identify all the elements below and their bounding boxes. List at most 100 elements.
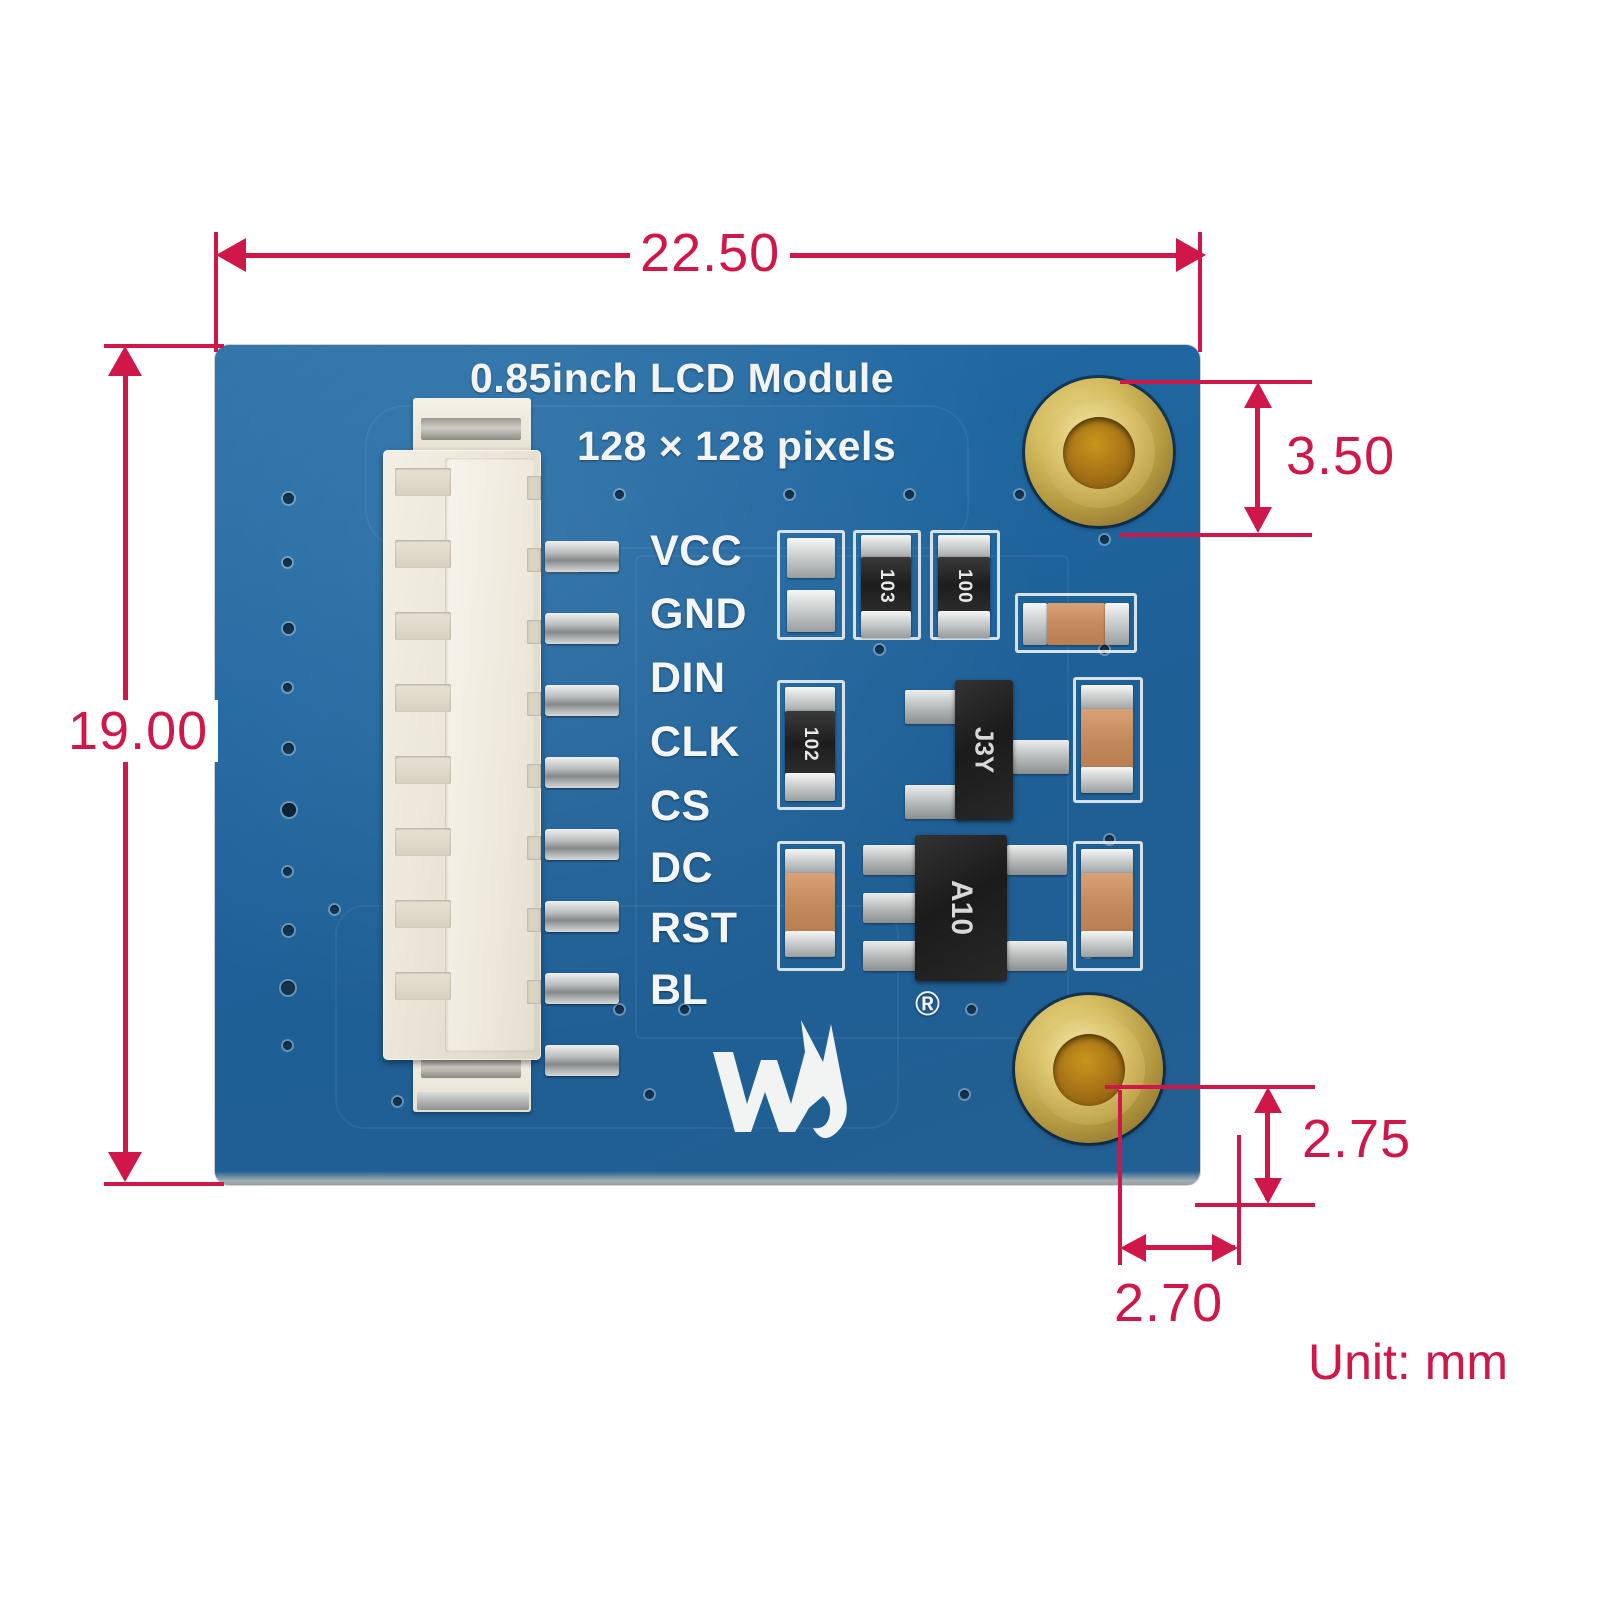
extension-line [1118, 1090, 1122, 1265]
component-outline [1015, 593, 1137, 653]
solder-terminal [861, 611, 911, 637]
via-hole [330, 905, 339, 914]
capacitor [1047, 603, 1105, 645]
extension-line [1195, 1203, 1315, 1207]
connector-notch [527, 692, 541, 716]
via-hole [875, 645, 884, 654]
via-hole [283, 623, 294, 634]
dimension-value-hole-bottom: 2.75 [1292, 1108, 1422, 1170]
extension-line [1120, 380, 1312, 384]
via-hole [967, 1005, 976, 1014]
solder-terminal [1081, 931, 1133, 957]
via-hole [282, 803, 296, 817]
via-hole [283, 558, 292, 567]
solder-terminal [785, 849, 835, 875]
silkscreen-subtitle: 128 × 128 pixels [577, 423, 897, 469]
solder-pad [545, 613, 619, 644]
ic-lead [1007, 845, 1067, 875]
via-hole [281, 981, 295, 995]
via-hole [615, 490, 624, 499]
solder-terminal [938, 611, 990, 637]
unit-note: Unit: mm [1308, 1334, 1508, 1390]
connector-notch [527, 548, 541, 572]
connector-tab-metal [421, 1058, 521, 1078]
solder-pad [545, 973, 619, 1004]
via-hole [785, 490, 794, 499]
arrow-up-icon [1254, 1087, 1282, 1113]
solder-terminal [938, 535, 990, 561]
dimension-value-width: 22.50 [630, 222, 791, 284]
component-outline [1073, 841, 1143, 971]
dimension-value-height: 19.00 [58, 700, 219, 762]
dimension-line [1125, 1245, 1235, 1250]
component-outline [777, 530, 845, 640]
via-hole [1100, 535, 1109, 544]
component-outline [1073, 677, 1143, 803]
via-hole [283, 743, 294, 754]
connector-notch [527, 764, 541, 788]
connector-tab-metal [417, 1092, 529, 1110]
connector-slot [395, 900, 451, 928]
pin-label-cs: CS [650, 782, 711, 830]
solder-terminal [1105, 603, 1129, 645]
silkscreen-title: 0.85inch LCD Module [470, 355, 895, 401]
via-hole [615, 1005, 624, 1014]
extension-line [104, 344, 224, 348]
via-hole [1100, 645, 1109, 654]
extension-line [104, 1182, 224, 1186]
dimension-line [123, 356, 128, 1172]
pin-label-vcc: VCC [650, 527, 743, 575]
solder-terminal [1081, 767, 1133, 793]
via-hole [1105, 835, 1114, 844]
via-hole [393, 1097, 402, 1106]
extension-line [1237, 1135, 1241, 1265]
arrow-down-icon [108, 1152, 142, 1182]
extension-line [1198, 232, 1202, 352]
ic-lead [863, 845, 923, 875]
capacitor [1081, 873, 1133, 935]
solder-terminal [785, 773, 835, 801]
via-hole [283, 925, 294, 936]
copper-pour-region [635, 555, 1069, 1039]
solder-terminal [1081, 849, 1133, 875]
extension-line [1105, 1085, 1315, 1089]
via-hole [283, 1041, 292, 1050]
arrow-up-icon [108, 346, 142, 376]
pin-label-rst: RST [650, 904, 738, 952]
component-outline [853, 530, 921, 640]
solder-pad [545, 1045, 619, 1076]
pin-label-din: DIN [650, 654, 726, 702]
connector-notch [527, 476, 541, 500]
connector-body [383, 450, 541, 1060]
ic-lead [863, 893, 923, 923]
connector-slot [395, 540, 451, 568]
solder-terminal [787, 590, 835, 632]
via-hole [645, 1090, 654, 1099]
connector-slot [395, 828, 451, 856]
connector-notch [527, 620, 541, 644]
solder-terminal [785, 931, 835, 957]
pin-label-bl: BL [650, 966, 709, 1014]
copper-pour-region [365, 405, 969, 549]
resistor-103: 103 [861, 557, 911, 615]
ic-lead [1007, 941, 1067, 971]
pin-label-clk: CLK [650, 718, 740, 766]
pcb-board: 0.85inch LCD Module 128 × 128 pixels [215, 345, 1200, 1185]
arrow-right-icon [1176, 238, 1206, 272]
resistor-100: 100 [938, 557, 990, 615]
connector-tab-top [413, 398, 531, 460]
extension-line [214, 232, 218, 352]
arrow-left-icon [216, 238, 246, 272]
pin-label-dc: DC [650, 844, 714, 892]
via-hole [960, 1090, 969, 1099]
capacitor [1081, 709, 1133, 769]
dimension-value-hole-right: 2.70 [1104, 1272, 1234, 1334]
solder-terminal [785, 687, 835, 715]
via-hole [1015, 490, 1024, 499]
connector-slot [395, 612, 451, 640]
waveshare-logo [705, 1000, 915, 1150]
extension-line [1120, 533, 1312, 537]
ic-a10: A10 [915, 835, 1007, 981]
via-hole [283, 867, 292, 876]
arrow-up-icon [1244, 382, 1272, 408]
